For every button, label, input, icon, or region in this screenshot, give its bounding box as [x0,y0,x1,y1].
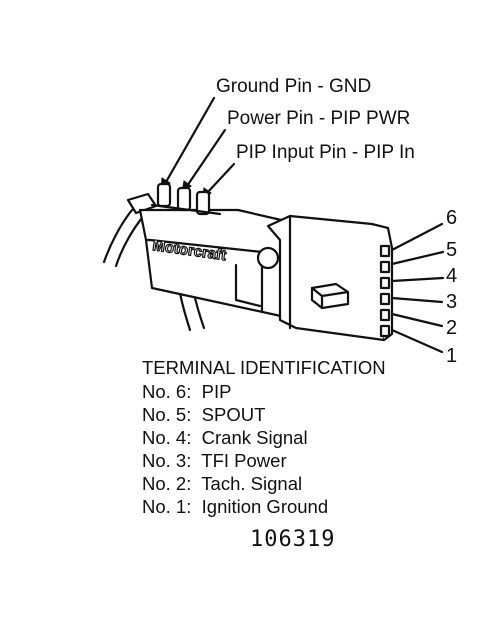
ground-pin-label: Ground Pin - GND [216,76,371,97]
terminal-3 [379,292,391,306]
wire-left-2 [114,212,147,268]
top-pins [150,182,222,216]
terminal-4 [379,276,391,290]
identification-row-5: No. 5: SPOUT [142,404,265,425]
module-pocket [234,263,262,308]
callout-leaders [160,96,236,201]
terminal-number-leaders [390,222,445,354]
terminal-2 [379,308,391,322]
identification-row-6: No. 6: PIP [142,381,231,402]
connector-terminals [379,244,391,338]
terminal-5 [379,260,391,274]
terminal-number-1: 1 [446,345,457,367]
terminal-number-5: 5 [446,239,457,261]
terminal-6 [379,244,391,258]
identification-row-3: No. 3: TFI Power [142,450,287,471]
power-pin-label: Power Pin - PIP PWR [227,108,410,129]
terminal-slot [310,282,350,310]
terminal-number-4: 4 [446,265,457,287]
pip-input-pin [195,190,211,216]
ground-pin [156,182,172,208]
tfi-module: Motorcraft [102,182,394,342]
mounting-knob [256,246,280,270]
identification-row-2: No. 2: Tach. Signal [142,473,302,494]
wire-left [102,208,134,264]
power-pin [176,186,192,212]
identification-row-4: No. 4: Crank Signal [142,427,308,448]
terminal-number-6: 6 [446,207,457,229]
pip-input-leader [205,162,236,195]
terminal-number-2: 2 [446,317,457,339]
terminal-1 [379,324,391,338]
pip-input-pin-label: PIP Input Pin - PIP In [236,142,415,163]
identification-heading: TERMINAL IDENTIFICATION [142,357,386,378]
terminal-number-3: 3 [446,291,457,313]
figure-code: 106319 [250,527,335,552]
power-pin-leader [185,128,227,188]
connector-housing [266,214,386,342]
identification-row-1: No. 1: Ignition Ground [142,496,328,517]
ground-pin-leader [164,96,216,184]
